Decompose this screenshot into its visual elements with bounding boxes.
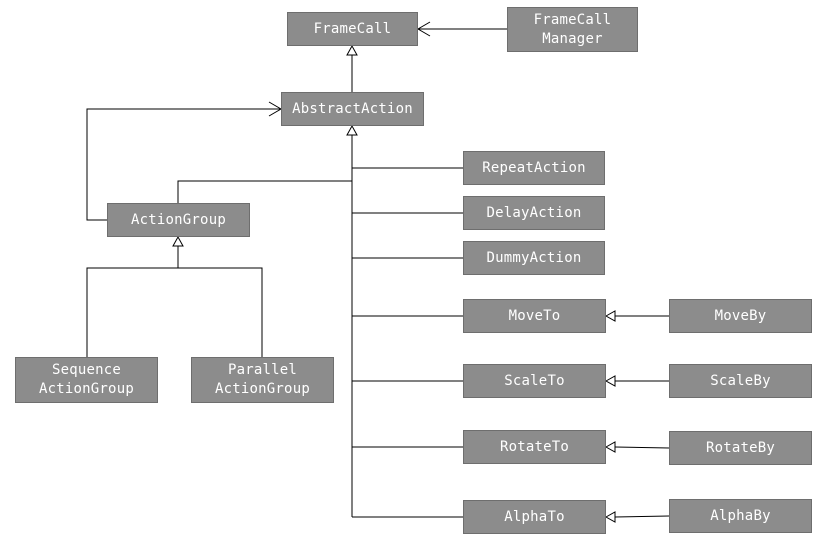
inheritance-triangle-rotateto	[604, 441, 616, 453]
class-label-line: ActionGroup	[39, 381, 134, 397]
inheritance-triangle-abstractaction	[346, 124, 358, 136]
inheritance-triangle-actiongroup	[172, 235, 184, 247]
edge-actiongroup-assoc-abstractaction	[86, 108, 281, 221]
class-framecall: FrameCall	[287, 12, 418, 46]
class-scaleby: ScaleBy	[669, 364, 812, 398]
class-label-line: ActionGroup	[215, 381, 310, 397]
inheritance-triangle-moveto	[604, 310, 616, 322]
class-alphaby: AlphaBy	[669, 499, 812, 533]
class-alphato: AlphaTo	[463, 500, 606, 534]
edge-rotateby-to-rotateto	[614, 446, 670, 449]
edge-actiongroup-inherit	[177, 180, 352, 203]
class-label-line: FrameCall	[533, 11, 612, 28]
edge-alphaby-to-alphato	[614, 515, 670, 518]
class-label-line: DelayAction	[486, 204, 582, 221]
class-dummyaction: DummyAction	[463, 241, 605, 275]
class-label-line: Sequence	[51, 362, 122, 378]
class-label-line: AbstractAction	[292, 100, 413, 117]
class-label-line: RotateTo	[499, 438, 570, 455]
class-label-line: MoveBy	[714, 307, 767, 324]
class-actiongroup: ActionGroup	[107, 203, 250, 237]
class-label-line: FrameCall	[313, 20, 392, 37]
inheritance-triangle-scaleto	[604, 375, 616, 387]
class-label-line: Parallel	[227, 362, 298, 378]
inheritance-triangle-framecall	[346, 44, 358, 56]
class-delayaction: DelayAction	[463, 196, 605, 230]
class-label-line: RepeatAction	[482, 159, 586, 176]
class-moveby: MoveBy	[669, 299, 812, 333]
arrowhead-open-framecall	[417, 21, 431, 37]
class-label-line: RotateBy	[705, 439, 776, 456]
class-label-line: ScaleBy	[710, 372, 771, 389]
class-moveto: MoveTo	[463, 299, 606, 333]
inheritance-triangle-alphato	[604, 511, 616, 523]
class-abstractaction: AbstractAction	[281, 92, 424, 126]
class-label-line: ActionGroup	[131, 211, 226, 228]
class-label-line: ScaleTo	[504, 372, 565, 389]
class-scaleto: ScaleTo	[463, 364, 606, 398]
class-label-line: AlphaTo	[504, 508, 565, 525]
class-rotateto: RotateTo	[463, 430, 606, 464]
class-rotateby: RotateBy	[669, 431, 812, 465]
class-label-line: AlphaBy	[710, 507, 771, 524]
class-label-line: MoveTo	[508, 307, 561, 324]
class-repeataction: RepeatAction	[463, 151, 605, 185]
class-label-line: DummyAction	[486, 249, 582, 266]
class-label-line: Manager	[542, 30, 603, 47]
edge-actiongroup-children	[86, 267, 263, 357]
